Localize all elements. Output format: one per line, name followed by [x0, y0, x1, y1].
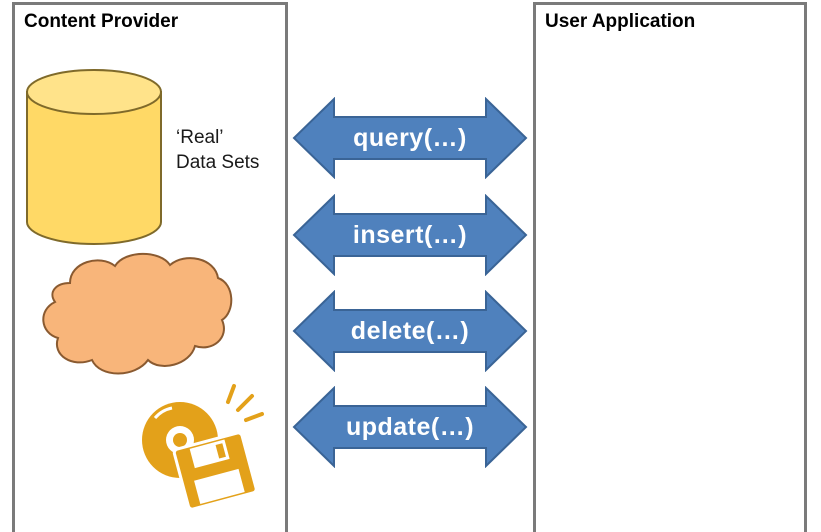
insert-label: insert(…) — [352, 221, 468, 249]
double-arrow-icon — [292, 194, 528, 276]
update-arrow: update(…) — [292, 386, 528, 468]
user-application-panel: User Application — [533, 2, 807, 532]
double-arrow-icon — [292, 386, 528, 468]
disc-floppy-media-icon — [142, 384, 264, 511]
delete-label: delete(…) — [350, 317, 470, 345]
provider-artwork — [26, 69, 264, 511]
data-label-line2: Data Sets — [176, 152, 260, 173]
data-label-line1: ‘Real’ — [176, 127, 224, 148]
user-application-title: User Application — [545, 11, 696, 32]
update-label: update(…) — [345, 413, 475, 441]
insert-arrow: insert(…) — [292, 194, 528, 276]
content-provider-title: Content Provider — [24, 11, 179, 32]
delete-arrow: delete(…) — [292, 290, 528, 372]
double-arrow-icon — [292, 97, 528, 179]
cloud-icon — [42, 252, 233, 375]
query-arrow: query(…) — [292, 97, 528, 179]
real-data-sets-label: ‘Real’ Data Sets — [176, 125, 259, 175]
query-label: query(…) — [353, 124, 467, 152]
double-arrow-icon — [292, 290, 528, 372]
database-cylinder-icon — [26, 69, 162, 245]
